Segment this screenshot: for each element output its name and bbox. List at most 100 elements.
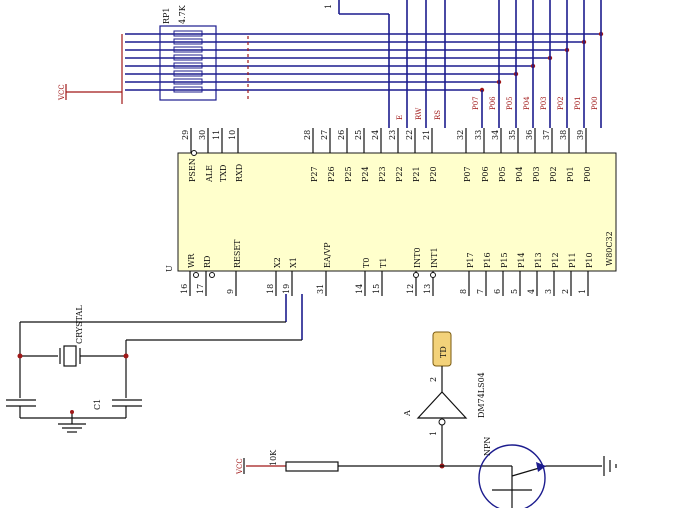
- oscillator-circuit: CRYSTAL C1: [6, 294, 303, 433]
- bottom-pin-number: 13: [423, 284, 432, 294]
- pullup-lines: [121, 33, 601, 104]
- bottom-pin-number: 12: [406, 284, 415, 294]
- bottom-pin-label: P12: [551, 252, 560, 268]
- top-pin-label: ALE: [205, 165, 214, 183]
- top-pin-number: 11: [212, 130, 221, 140]
- top-pin-label: P22: [395, 166, 404, 182]
- bottom-pin-label: X2: [273, 257, 282, 268]
- bottom-pin-label: RD: [203, 256, 212, 268]
- bus-net-label: P04: [523, 96, 531, 110]
- net-label-rw: RW: [415, 107, 423, 120]
- resistor-array: RP1 4.7K: [159, 4, 217, 101]
- top-pin-label: P00: [583, 166, 592, 182]
- bottom-pin-number: 7: [476, 289, 485, 294]
- bus-net-label: P00: [591, 96, 599, 110]
- top-pin-number: 10: [228, 130, 237, 140]
- inverter-designator: A: [403, 410, 412, 417]
- bottom-pin-label: INT0: [413, 247, 422, 268]
- td-net-label: TD: [439, 346, 448, 358]
- top-pin-label: P07: [463, 166, 472, 182]
- chip-top-pins: 29PSEN30ALE11TXD10RXD28P2727P2626P2525P2…: [181, 128, 592, 183]
- bottom-pin-number: 8: [459, 289, 468, 294]
- top-pin-label: P20: [429, 166, 438, 182]
- bus-net-label: P03: [540, 96, 548, 110]
- bus-net-label: P01: [574, 96, 582, 110]
- inverter-part-number: DM74LS04: [477, 372, 486, 418]
- top-pin-label: P21: [412, 166, 421, 182]
- top-pin-number: 24: [371, 130, 380, 140]
- top-pin-label: RXD: [235, 164, 244, 182]
- bottom-pin-label: P15: [500, 252, 509, 268]
- top-pin-label: P25: [344, 166, 353, 182]
- crystal-label: CRYSTAL: [75, 305, 84, 344]
- bottom-pin-label: EA/VP: [323, 242, 332, 268]
- transistor-body: [478, 444, 546, 508]
- chip-part-number: W80C32: [605, 231, 614, 266]
- top-pin-number: 26: [337, 130, 346, 140]
- net-label-rs: RS: [434, 110, 442, 120]
- bottom-pin-number: 14: [355, 284, 364, 294]
- bottom-pin-label: P11: [568, 252, 577, 268]
- top-pin-number: 25: [354, 130, 363, 140]
- top-pin-number: 36: [525, 130, 534, 140]
- top-pin-number: 27: [320, 130, 329, 140]
- chip-bottom-pins: 16WR17RD9RESET18X219X131EA/VP14T015T112I…: [180, 239, 594, 296]
- net-label-e: E: [396, 115, 404, 120]
- bottom-pin-number: 2: [561, 289, 570, 294]
- resistor-array-elements: [173, 30, 203, 93]
- top-pin-number: 37: [542, 130, 551, 140]
- top-pin-label: P06: [481, 166, 490, 182]
- bottom-pin-2: 2 P11: [561, 252, 577, 296]
- top-pin-number: 22: [405, 130, 414, 140]
- bottom-pin-label: P13: [534, 252, 543, 268]
- bottom-pin-number: 4: [527, 289, 536, 294]
- top-pin-label: P03: [532, 166, 541, 182]
- rp1-vcc-label: VCC: [58, 84, 66, 101]
- bottom-pin-label: P10: [585, 252, 594, 268]
- bottom-pin-number: 6: [493, 289, 502, 294]
- top-wire-pin-number: 1: [324, 4, 333, 9]
- base-resistor-vcc-label: VCC: [236, 458, 244, 475]
- bottom-pin-number: 9: [226, 289, 235, 294]
- bottom-pin-label: P14: [517, 252, 526, 268]
- microcontroller-body: [177, 152, 617, 272]
- top-pin-number: 39: [576, 130, 585, 140]
- top-pin-number: 30: [198, 130, 207, 140]
- top-pin-number: 38: [559, 130, 568, 140]
- transistor-type-label: NPN: [483, 437, 492, 456]
- rp1-supply: VCC: [58, 84, 122, 101]
- bottom-pin-number: 3: [544, 289, 553, 294]
- bottom-pin-number: 16: [180, 284, 189, 294]
- bottom-pin-number: 19: [282, 284, 291, 294]
- base-resistor: [285, 461, 339, 472]
- bottom-pin-label: INT1: [430, 247, 439, 268]
- bottom-pin-number: 31: [316, 284, 325, 294]
- bottom-pin-label: P16: [483, 252, 492, 268]
- bottom-pin-31: 31 EA/VP: [316, 242, 332, 296]
